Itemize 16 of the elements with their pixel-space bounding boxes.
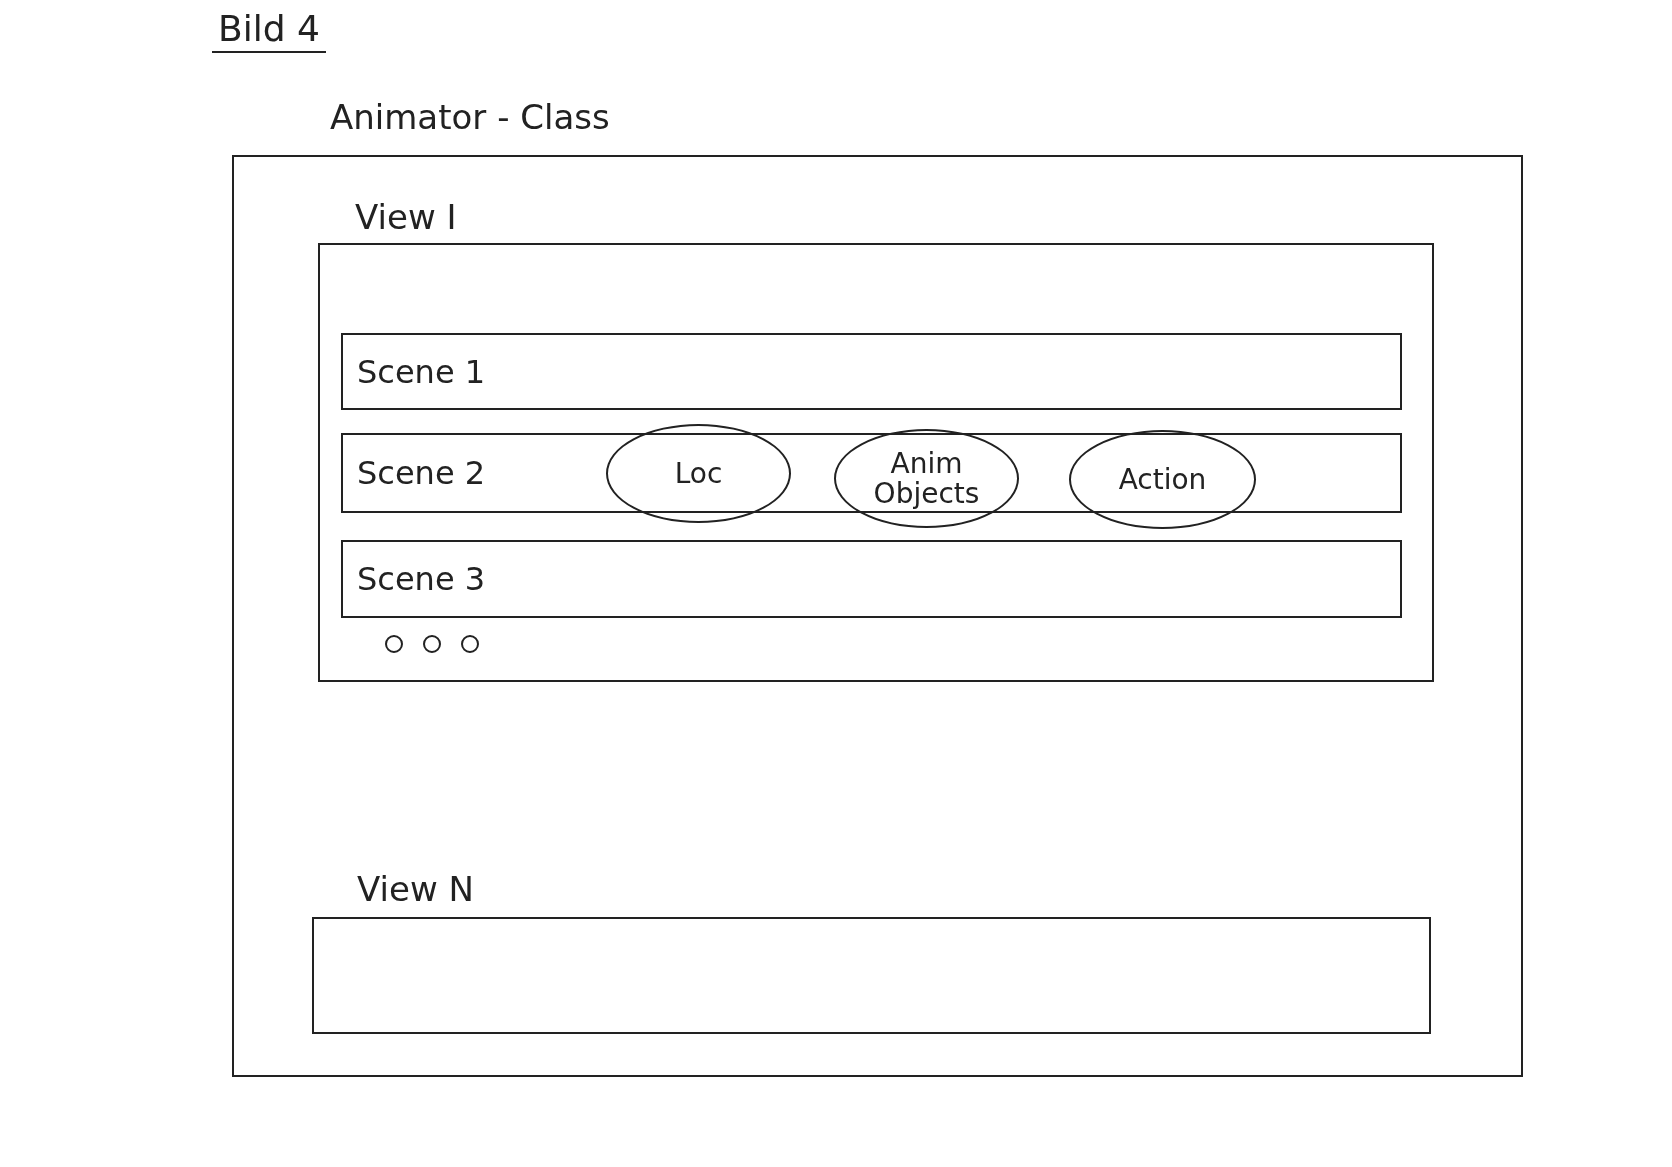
scene-box (341, 333, 1402, 410)
scene-box (341, 433, 1402, 513)
node-label: Loc (674, 458, 723, 489)
ellipse (1069, 430, 1256, 529)
group-heading: Animator - Class (330, 100, 610, 134)
node-label: Anim Objects (872, 449, 981, 508)
ellipse (834, 429, 1019, 528)
node-label: Scene 1 (357, 352, 486, 391)
node-label: Action (1118, 464, 1207, 495)
page-title: Bild 4 (212, 8, 326, 53)
ellipse (606, 424, 791, 523)
group-heading: View N (357, 872, 474, 906)
group-heading: View I (355, 200, 457, 234)
node-label: Scene 3 (357, 560, 486, 598)
node-label: Scene 2 (357, 454, 486, 492)
scene-box (341, 540, 1402, 618)
